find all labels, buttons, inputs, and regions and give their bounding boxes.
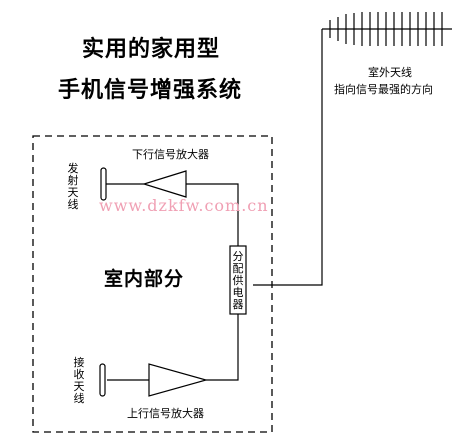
downlink-wire bbox=[186, 183, 239, 246]
receive-antenna-symbol bbox=[99, 363, 106, 397]
transmit-antenna-symbol bbox=[100, 167, 107, 201]
uplink-amplifier-label: 上行信号放大器 bbox=[127, 407, 204, 420]
indoor-boundary bbox=[32, 135, 273, 433]
downlink-amplifier-symbol bbox=[141, 170, 187, 198]
downlink-amplifier-label: 下行信号放大器 bbox=[132, 148, 209, 161]
uplink-wire bbox=[206, 314, 239, 381]
splitter-label: 分配供电器 bbox=[232, 250, 244, 311]
watermark: www.dzkfw.com.cn bbox=[99, 196, 269, 215]
indoor-section-label: 室内部分 bbox=[104, 268, 185, 290]
receive-antenna-label: 接收天线 bbox=[73, 356, 85, 405]
title-line-2: 手机信号增强系统 bbox=[58, 78, 243, 103]
outdoor-antenna-label: 室外天线 bbox=[368, 66, 412, 79]
title-line-1: 实用的家用型 bbox=[82, 37, 221, 62]
transmit-antenna-label: 发射天线 bbox=[67, 162, 79, 211]
uplink-amplifier-symbol bbox=[148, 363, 209, 397]
feed-cable bbox=[253, 29, 323, 286]
outdoor-antenna-direction-note: 指向信号最强的方向 bbox=[334, 83, 433, 96]
outdoor-antenna bbox=[322, 12, 452, 46]
